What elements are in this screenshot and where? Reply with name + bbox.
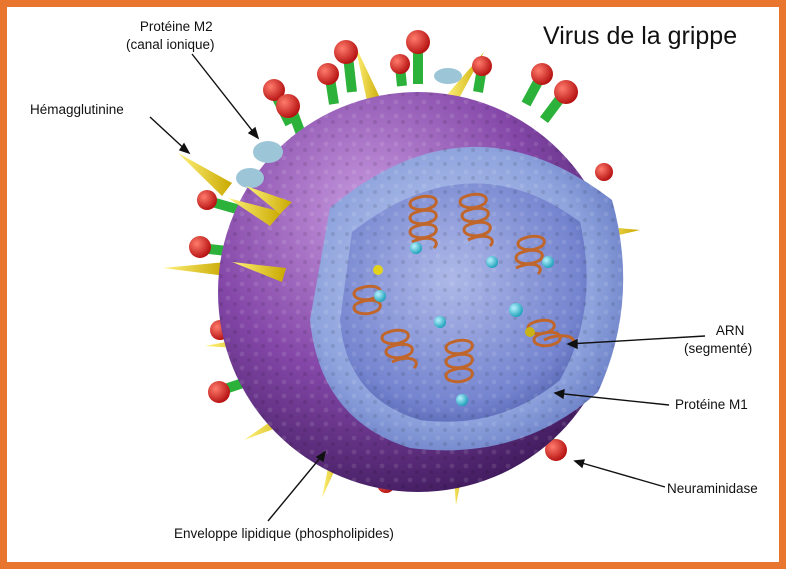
hemagglutinin-spike bbox=[178, 153, 232, 196]
label-protein-m1: Protéine M1 bbox=[675, 396, 748, 414]
diagram-title: Virus de la grippe bbox=[543, 22, 737, 51]
label-arn-line2: (segmenté) bbox=[684, 340, 752, 358]
label-lipid-envelope: Enveloppe lipidique (phospholipides) bbox=[174, 525, 394, 543]
label-hemagglutinin: Hémagglutinine bbox=[30, 101, 124, 119]
label-protein-m2: Protéine M2 (canal ionique) bbox=[138, 18, 215, 54]
label-arn: ARN (segmenté) bbox=[708, 322, 752, 358]
label-arn-line1: ARN bbox=[708, 322, 752, 340]
hemagglutinin-spike bbox=[163, 262, 226, 276]
label-neuraminidase: Neuraminidase bbox=[667, 480, 758, 498]
label-protein-m2-line1: Protéine M2 bbox=[138, 18, 215, 36]
label-protein-m2-line2: (canal ionique) bbox=[126, 36, 215, 54]
